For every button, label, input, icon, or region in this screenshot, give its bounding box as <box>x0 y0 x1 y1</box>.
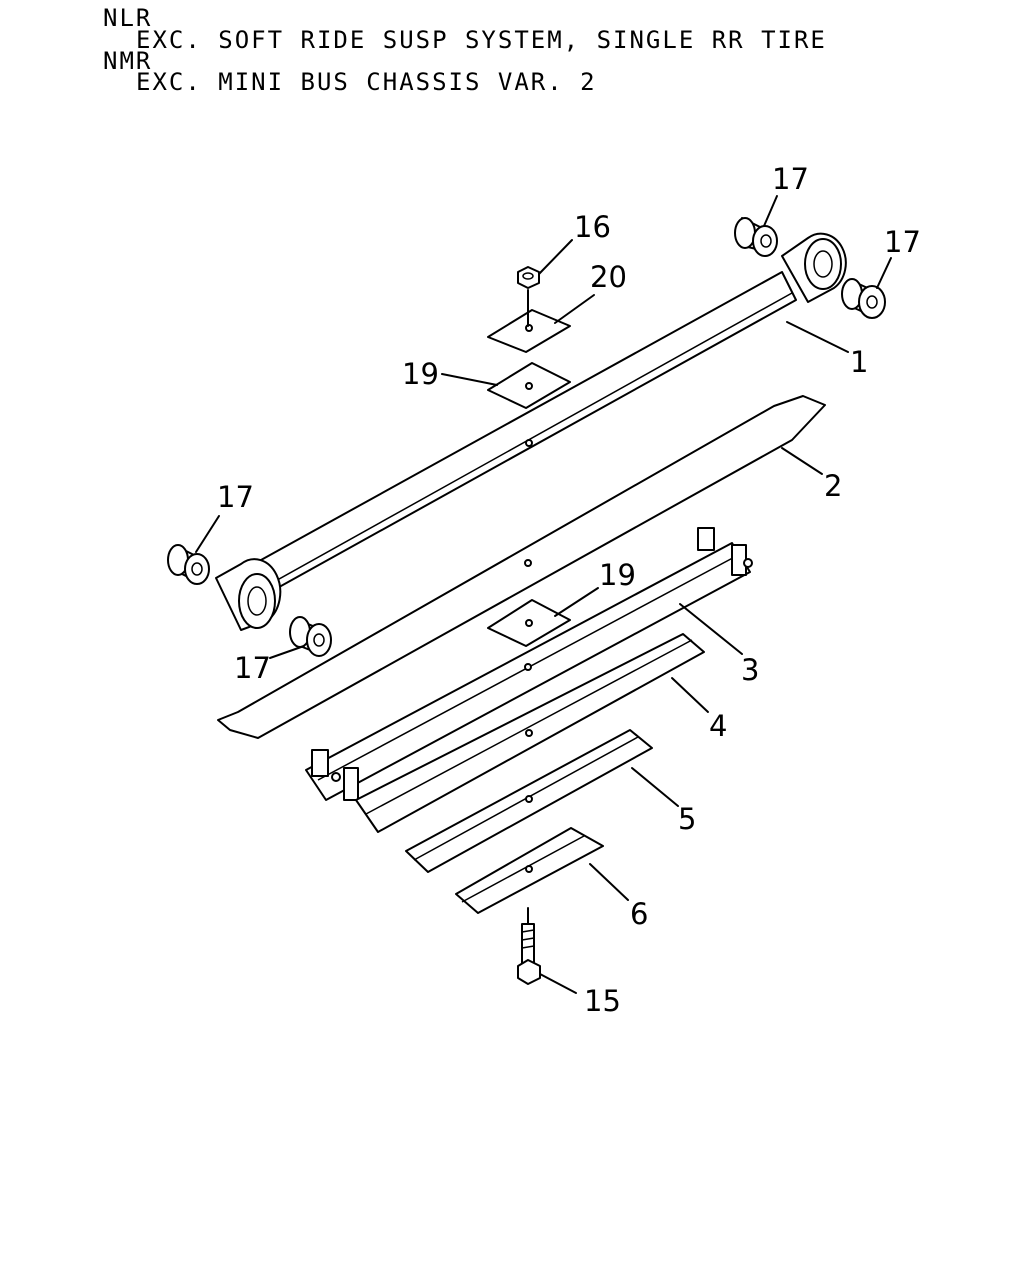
part-5-fifth-leaf <box>405 729 653 873</box>
callout-17-right: 17 <box>884 225 921 259</box>
callout-labels: 1 2 3 4 5 6 15 16 17 17 17 17 19 19 20 <box>217 162 921 1018</box>
part-17-bushing-left <box>167 544 210 585</box>
callout-6: 6 <box>630 897 648 931</box>
callout-19-upper: 19 <box>402 357 439 391</box>
part-19-upper-plate <box>487 362 571 409</box>
exclusion-note-1: EXC. SOFT RIDE SUSP SYSTEM, SINGLE RR TI… <box>136 26 827 54</box>
callout-4: 4 <box>709 709 727 743</box>
part-17-bushing-top <box>734 217 778 257</box>
leader-lines <box>195 195 892 994</box>
part-16-nut <box>517 266 540 327</box>
callout-16: 16 <box>574 210 611 244</box>
callout-1: 1 <box>850 345 868 379</box>
callout-17-left: 17 <box>217 480 254 514</box>
model-code-nmr: NMR <box>103 47 152 75</box>
part-4-fourth-leaf <box>355 633 705 833</box>
part-6-sixth-leaf <box>455 827 604 914</box>
callout-20: 20 <box>590 260 627 294</box>
callout-3: 3 <box>741 653 759 687</box>
part-20-plate <box>487 309 571 353</box>
model-code-nlr: NLR <box>103 4 152 32</box>
callout-15: 15 <box>584 984 621 1018</box>
part-17-bushing-lower <box>289 616 332 657</box>
part-1-main-leaf <box>215 232 847 631</box>
callout-2: 2 <box>824 469 842 503</box>
exclusion-note-2: EXC. MINI BUS CHASSIS VAR. 2 <box>136 68 597 96</box>
callout-17-top: 17 <box>772 162 809 196</box>
part-15-bolt <box>517 907 541 985</box>
part-17-bushing-right <box>841 278 886 319</box>
callout-5: 5 <box>678 802 696 836</box>
part-2-second-leaf <box>217 395 826 739</box>
part-19-lower-plate <box>487 599 571 647</box>
header-block: NLR EXC. SOFT RIDE SUSP SYSTEM, SINGLE R… <box>103 4 827 96</box>
callout-17-lower: 17 <box>234 651 271 685</box>
callout-19-lower: 19 <box>599 558 636 592</box>
part-3-third-leaf <box>305 527 753 801</box>
